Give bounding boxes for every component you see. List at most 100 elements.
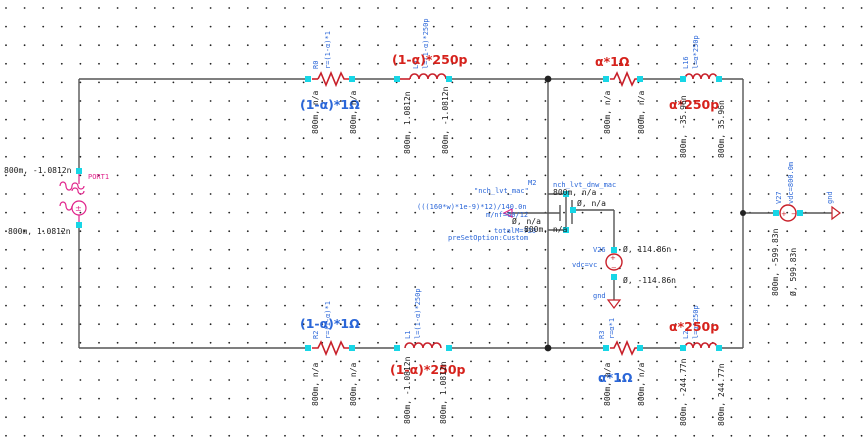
grid-dot [432,25,435,28]
grid-dot [321,286,324,288]
grid-dot [432,360,435,363]
grid-dot [339,118,342,121]
resistor-r0[interactable]: R0 r=(1-α)*1 (1-α)*1Ω 800m, n/a 800m, n/… [300,31,360,134]
grid-dot [135,379,138,381]
grid-dot [618,360,621,363]
grid-dot [377,118,379,121]
grid-dot [135,118,138,121]
grid-dot [395,286,398,288]
grid-dot [470,286,472,288]
grid-dot [470,118,472,121]
inductor-l2[interactable]: L2 l=α*250p α*250p 800m, -244.77n 800m, … [669,305,726,426]
grid-dot [284,174,286,177]
grid-dot [860,434,863,437]
grid-dot [228,379,231,381]
grid-dot [730,100,733,102]
r3-name: R3 [598,331,606,339]
grid-dot [209,137,212,140]
grid-dot [637,379,640,381]
grid-dot [302,81,305,84]
resistor-r1[interactable]: α*1Ω 800m, n/a 800m, n/a [595,54,646,134]
grid-dot [451,174,454,177]
grid-dot [674,416,677,419]
grid-dot [693,230,696,233]
grid-dot [860,286,863,288]
grid-dot [321,267,324,270]
grid-dot [581,230,584,233]
grid-dot [656,286,658,288]
grid-dot [209,211,212,214]
grid-dot [656,379,658,381]
grid-dot [246,25,249,28]
grid-dot [507,304,510,307]
grid-dot [377,211,379,214]
grid-dot [60,155,63,158]
grid-dot [525,267,528,270]
grid-dot [5,230,7,233]
grid-dot [414,118,417,121]
grid-dot [358,100,361,102]
grid-dot [5,118,7,121]
grid-dot [23,62,26,65]
grid-dot [767,267,770,270]
grid-dot [470,155,472,158]
grid-dot [79,267,82,270]
grid-dot [823,25,826,28]
inductor-l16[interactable]: L16 l=α*250p α*250p 800m, -35.96n 800m, … [669,35,726,158]
transistor-m2[interactable]: M2 "nch_lvt_mac" (((160*w)*1e-9)*12)/140… [417,179,616,242]
grid-dot [711,155,714,158]
grid-dot [42,323,45,326]
grid-dot [823,230,826,233]
grid-dot [637,44,640,47]
grid-dot [525,193,528,195]
grid-dot [581,193,584,195]
inductor-l1[interactable]: L1 l=(1-α)*250p (1-α)*250p 800m, -1.0812… [390,288,466,424]
grid-dot [116,137,119,140]
grid-dot [377,379,379,381]
grid-dot [730,248,733,251]
grid-dot [98,118,100,121]
grid-dot [414,25,417,28]
grid-dot [60,341,63,344]
resistor-r3[interactable]: R3 r=α*1 α*1Ω 800m, n/a 800m, n/a [598,318,646,406]
grid-dot [804,174,807,177]
grid-dot [581,137,584,140]
grid-dot [730,267,733,270]
grid-dot [656,211,658,214]
grid-dot [265,304,268,307]
grid-dot [79,81,82,84]
grid-dot [767,44,770,47]
grid-dot [618,341,621,344]
grid-dot [507,118,510,121]
grid-dot [693,304,696,307]
vsource-v26[interactable]: + − V26 vdc=vc Ø, 114.86n Ø, -114.86n gn… [572,244,676,309]
port-port1[interactable]: ± PORT1 800m, -1.0812n 800m, 1.0812n [4,166,109,236]
grid-dot [358,118,361,121]
grid-dot [544,341,547,344]
inductor-l0[interactable]: L0 l=(1-α)*250p (1-α)*250p 800m, 1.0812n… [392,18,468,154]
grid-dot [693,323,696,326]
grid-dot [730,25,733,28]
grid-dot [693,100,696,102]
grid-dot [488,193,491,195]
grid-dot [618,118,621,121]
vsource-v27[interactable]: + − V27 vdc=800.0m 800m, -599.83n Ø, 599… [771,162,841,296]
grid-dot [116,360,119,363]
grid-dot [284,155,286,158]
grid-dot [284,360,286,363]
resistor-r2[interactable]: R2 r=(1-α)*1 (1-α)*1Ω 800m, n/a 800m, n/… [300,301,360,406]
grid-dot [79,25,82,28]
grid-dot [172,155,175,158]
grid-dot [377,267,379,270]
grid-dot [674,230,677,233]
grid-dot [358,379,361,381]
grid-dot [525,100,528,102]
grid-dot [544,81,547,84]
grid-dot [153,155,156,158]
grid-dot [228,211,231,214]
grid-dot [377,81,379,84]
grid-dot [674,81,677,84]
grid-dot [395,434,398,437]
grid-dot [470,267,472,270]
